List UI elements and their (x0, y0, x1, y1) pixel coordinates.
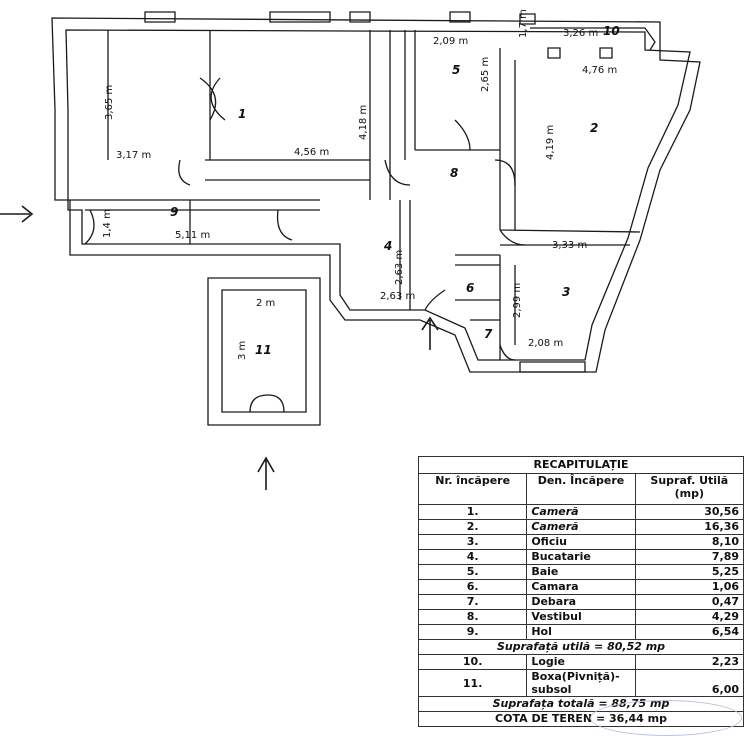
row-name: Hol (526, 624, 636, 640)
dimension-label: 1,7 m (518, 9, 529, 38)
row-area: 8,10 (634, 534, 745, 550)
row-name: Boxa(Pivniță)-subsol (526, 669, 636, 697)
row-area: 4,29 (634, 609, 745, 625)
col-header-name: Den. Încăpere (526, 473, 636, 505)
dimension-label: 3 m (237, 341, 248, 360)
row-area: 16,36 (634, 519, 745, 535)
room-label: 5 (452, 63, 460, 77)
row-name: Bucatarie (526, 549, 636, 565)
subtotal-row: Suprafață utilă = 80,52 mp (418, 639, 744, 655)
row-nr: 1. (417, 504, 528, 520)
row-name: Oficiu (526, 534, 636, 550)
dimension-label: 2,63 m (394, 250, 405, 285)
row-nr: 4. (417, 549, 528, 565)
dimension-label: 4,18 m (358, 105, 369, 140)
dimension-label: 5,11 m (175, 230, 210, 241)
row-name: Camara (526, 579, 636, 595)
outer-wall-inner (65, 29, 691, 361)
dimension-label: 3,17 m (116, 150, 151, 161)
entry-arrow-main (421, 316, 439, 350)
room-label: 11 (255, 343, 272, 357)
row-area: 2,23 (634, 654, 745, 670)
stamp-watermark (590, 700, 742, 736)
dimension-label: 3,33 m (552, 240, 587, 251)
door-arcs (84, 77, 526, 361)
outer-wall-outer (51, 17, 701, 373)
dimension-label: 2,65 m (480, 57, 491, 92)
logia-outline (530, 27, 656, 51)
row-nr: 6. (417, 579, 528, 595)
interior-walls (70, 30, 641, 360)
row-area: 1,06 (634, 579, 745, 595)
dimension-label: 1,4 m (102, 209, 113, 238)
row-area: 7,89 (634, 549, 745, 565)
room-label: 8 (450, 166, 458, 180)
room-label: 3 (562, 285, 570, 299)
entry-arrow-cellar (257, 456, 275, 490)
room-label: 1 (238, 107, 246, 121)
row-area: 6,00 (634, 669, 745, 697)
row-nr: 7. (417, 594, 528, 610)
dimension-label: 4,19 m (545, 125, 556, 160)
row-area: 5,25 (634, 564, 745, 580)
dimension-label: 2,08 m (528, 338, 563, 349)
row-name: Debara (526, 594, 636, 610)
dimension-label: 2 m (256, 298, 275, 309)
row-nr: 11. (417, 669, 528, 697)
row-nr: 10. (417, 654, 528, 670)
row-area: 30,56 (634, 504, 745, 520)
dimension-label: 2,99 m (512, 283, 523, 318)
room-label: 2 (590, 121, 598, 135)
col-header-nr: Nr. încăpere (417, 473, 528, 505)
dimension-label: 3,65 m (104, 85, 115, 120)
recap-title: RECAPITULAȚIE (418, 456, 744, 474)
room-label: 4 (383, 239, 392, 253)
cellar-box (207, 277, 321, 426)
entry-arrow-left (0, 205, 34, 223)
col-header-area: Supraf. Utilă (mp) (634, 473, 745, 505)
row-nr: 2. (417, 519, 528, 535)
dimension-label: 2,09 m (433, 36, 468, 47)
room-label: 9 (170, 205, 178, 219)
row-name: Cameră (526, 519, 636, 535)
row-area: 0,47 (634, 594, 745, 610)
dimension-label: 4,56 m (294, 147, 329, 158)
room-label: 6 (466, 281, 474, 295)
row-name: Baie (526, 564, 636, 580)
dimension-label: 4,76 m (582, 65, 617, 76)
row-name: Logie (526, 654, 636, 670)
row-nr: 9. (417, 624, 528, 640)
row-area: 6,54 (634, 624, 745, 640)
dimension-label: 3,26 m (563, 28, 598, 39)
row-nr: 8. (417, 609, 528, 625)
row-name: Vestibul (526, 609, 636, 625)
row-nr: 3. (417, 534, 528, 550)
room-label: 7 (484, 327, 493, 341)
row-nr: 5. (417, 564, 528, 580)
dimension-label: 2,63 m (380, 291, 415, 302)
recap-table: RECAPITULAȚIE Nr. încăpere Den. Încăpere… (417, 456, 745, 727)
row-name: Cameră (526, 504, 636, 520)
room-label: 10 (603, 24, 620, 38)
window-marks (144, 11, 613, 373)
